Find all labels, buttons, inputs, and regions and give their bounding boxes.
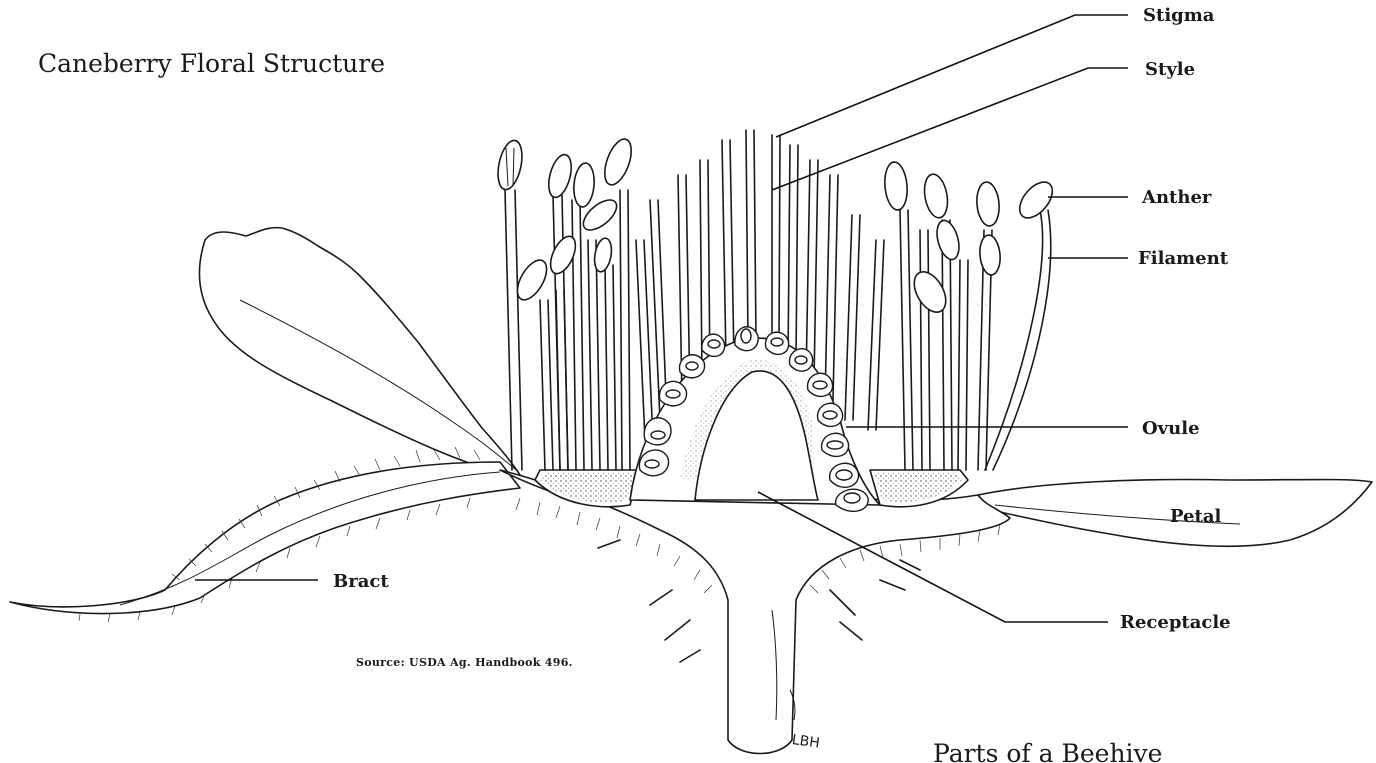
label-petal: Petal	[1170, 506, 1221, 527]
stigma-leader	[776, 15, 1128, 137]
label-receptacle: Receptacle	[1120, 612, 1231, 633]
diagram-title: Caneberry Floral Structure	[38, 49, 385, 78]
artist-signature: LBH	[791, 732, 821, 752]
label-style: Style	[1145, 59, 1195, 80]
style-leader	[772, 68, 1128, 190]
label-filament: Filament	[1138, 248, 1229, 269]
source-citation: Source: USDA Ag. Handbook 496.	[356, 656, 573, 669]
label-bract: Bract	[333, 571, 389, 592]
flower-base	[500, 470, 1010, 754]
label-stigma: Stigma	[1143, 5, 1215, 26]
left-stamens	[494, 136, 637, 470]
left-petal	[199, 228, 522, 478]
bract	[10, 447, 520, 622]
label-ovule: Ovule	[1142, 418, 1200, 439]
right-stamens	[883, 161, 1059, 470]
label-anther: Anther	[1141, 187, 1212, 208]
footer-heading: Parts of a Beehive	[933, 739, 1162, 763]
